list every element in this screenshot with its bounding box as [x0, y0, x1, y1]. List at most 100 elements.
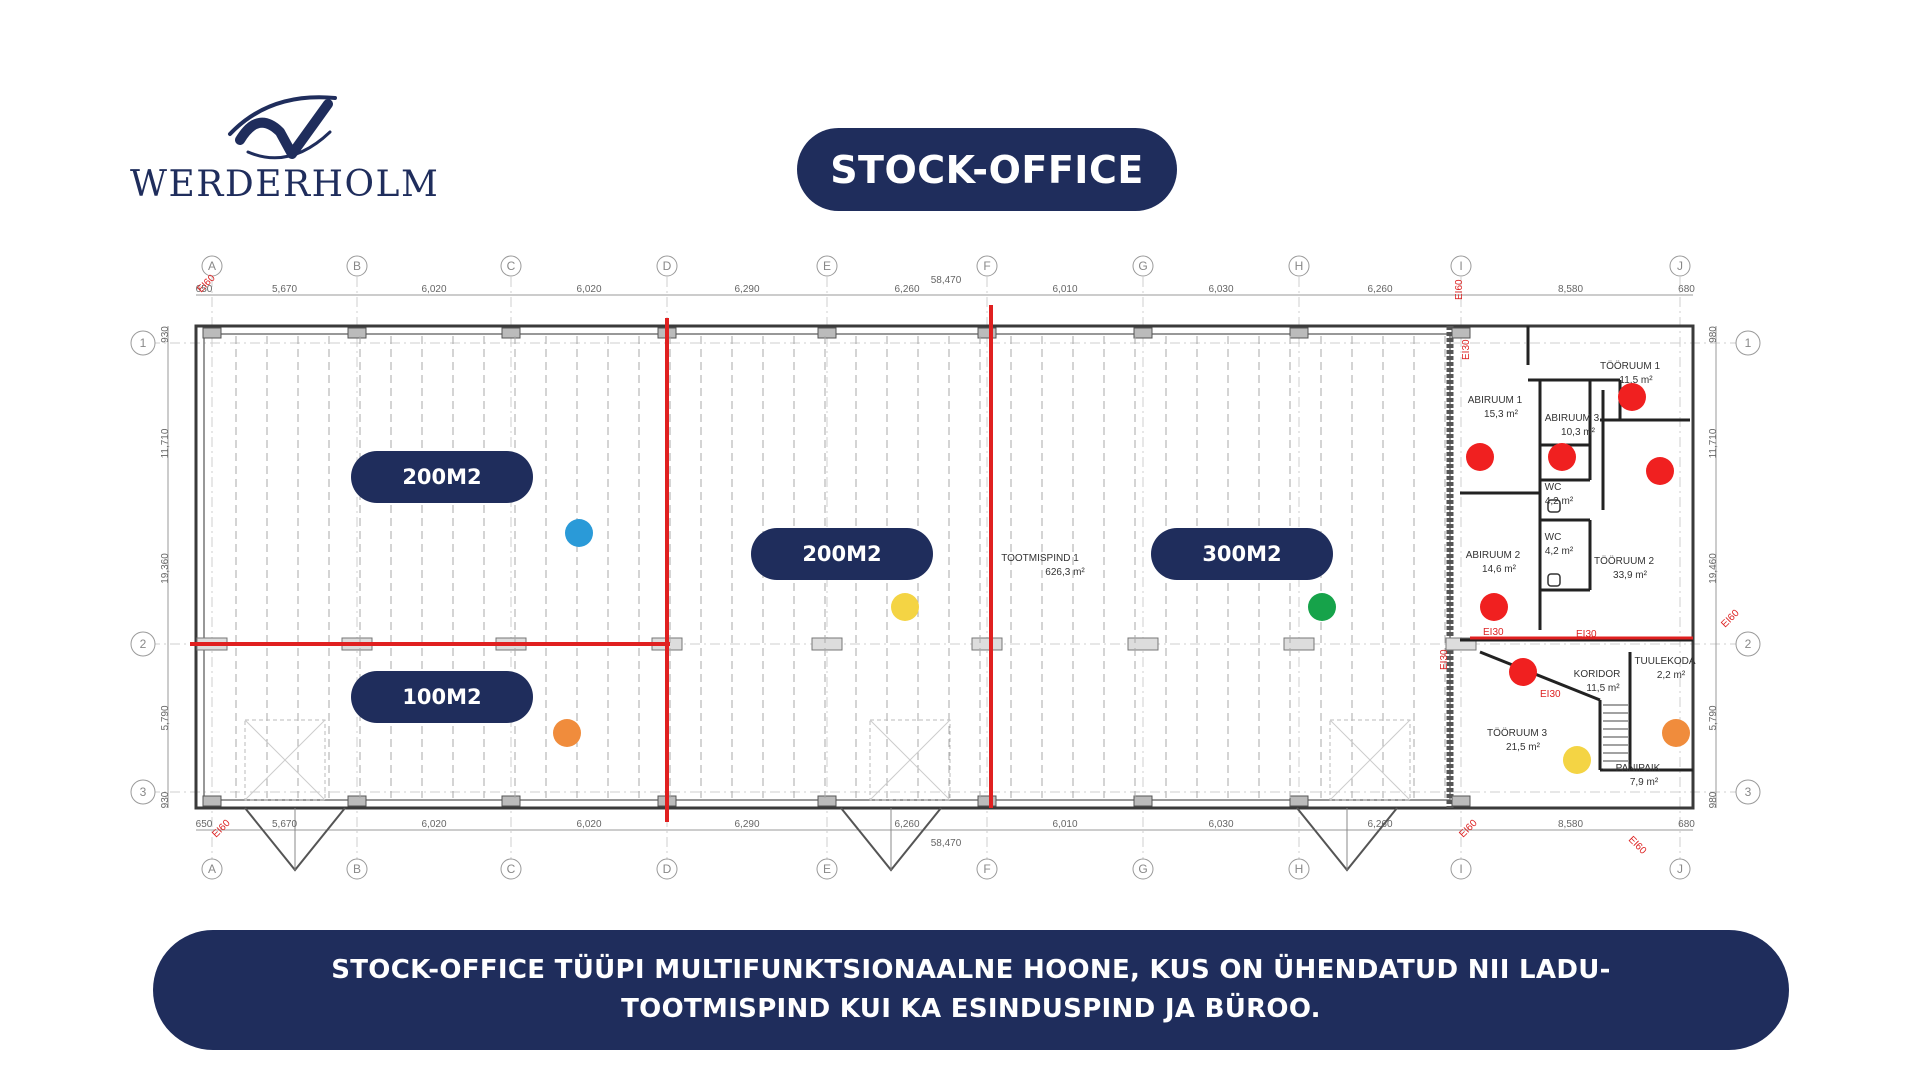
- dimension-label: 680: [1678, 284, 1695, 295]
- axis-letter: D: [663, 862, 672, 876]
- room-area: 11,5 m²: [1586, 683, 1620, 694]
- dimension-label: 980: [1708, 326, 1719, 343]
- zone-marker-yellow: [891, 593, 919, 621]
- axis-bubble: [130, 779, 156, 805]
- interior-column: [811, 637, 843, 651]
- dimension-label: 6,260: [894, 284, 919, 295]
- door-cross: [244, 719, 326, 801]
- room-area: 4,2 m²: [1545, 496, 1574, 507]
- axis-letter: E: [823, 259, 831, 273]
- structural-column: [817, 795, 837, 807]
- dimension-label: 11,710: [1708, 428, 1719, 458]
- axis-letter: C: [507, 862, 516, 876]
- area-label-200m2-left: 200M2: [351, 451, 533, 503]
- zone-markers: [553, 383, 1690, 774]
- axis-letter: G: [1138, 259, 1147, 273]
- axis-bubble: [656, 255, 678, 277]
- axis-number: 3: [140, 785, 147, 799]
- axis-letter: I: [1459, 862, 1462, 876]
- axis-bubble: [500, 255, 522, 277]
- dimension-label: 11,710: [160, 428, 171, 458]
- dimension-label: 930: [160, 791, 171, 808]
- axis-letter: F: [983, 862, 990, 876]
- fire-rating-label: EI30: [1461, 339, 1472, 360]
- dimension-label: 6,020: [576, 284, 601, 295]
- fire-rating-label: EI60: [1454, 279, 1465, 300]
- room-area: 11,5 m²: [1619, 375, 1653, 386]
- fire-rating-label: EI60: [1626, 834, 1649, 857]
- axis-letter: F: [983, 259, 990, 273]
- dimension-label: 6,010: [1052, 284, 1077, 295]
- room-area: 15,3 m²: [1484, 409, 1519, 420]
- dimension-label: 6,030: [1208, 284, 1233, 295]
- door-cross: [869, 719, 951, 801]
- axis-letter: E: [823, 862, 831, 876]
- interior-column: [1283, 637, 1315, 651]
- zone-marker-red: [1466, 443, 1494, 471]
- zone-marker-red: [1480, 593, 1508, 621]
- axis-letter: A: [208, 862, 216, 876]
- hall-name: TOOTMISPIND 1: [1001, 553, 1079, 564]
- brand-name: WERDERHOLM: [130, 164, 440, 205]
- area-label-300m2: 300M2: [1151, 528, 1333, 580]
- interior-column: [971, 637, 1003, 651]
- zone-marker-orange: [553, 719, 581, 747]
- fire-rating-label: EI30: [1483, 627, 1504, 638]
- axis-bubble: [816, 255, 838, 277]
- total-dimension-bottom: 58,470: [931, 838, 962, 849]
- toilet-fixture: [1547, 573, 1561, 587]
- room-area: 10,3 m²: [1561, 427, 1596, 438]
- axis-bubble: [346, 255, 368, 277]
- dimension-label: 5,670: [272, 819, 297, 830]
- structural-column: [1451, 795, 1471, 807]
- dimension-label: 980: [1708, 791, 1719, 808]
- door-cross: [1329, 719, 1411, 801]
- room-area: 14,6 m²: [1482, 564, 1517, 575]
- room-name: TUULEKODA: [1634, 656, 1695, 667]
- axis-bubble: [1132, 255, 1154, 277]
- dimension-label: 6,020: [421, 819, 446, 830]
- axis-bubble: [1735, 779, 1761, 805]
- axis-bubble: [1132, 858, 1154, 880]
- axis-bubble: [656, 858, 678, 880]
- door-frame: [244, 719, 326, 801]
- area-label-100m2: 100M2: [351, 671, 533, 723]
- axis-bubble: [1288, 858, 1310, 880]
- structural-column: [202, 795, 222, 807]
- door-frame: [869, 719, 951, 801]
- structural-column: [1451, 327, 1471, 339]
- room-name: WC: [1545, 532, 1562, 543]
- structural-column: [501, 327, 521, 339]
- total-dimension-top: 58,470: [931, 275, 962, 286]
- page-title: STOCK-OFFICE: [797, 128, 1177, 211]
- room-name: KORIDOR: [1574, 669, 1621, 680]
- dimension-label: 6,260: [894, 819, 919, 830]
- checkmark-logo-icon: [228, 95, 337, 160]
- structural-column: [817, 327, 837, 339]
- axis-letter: J: [1677, 259, 1683, 273]
- axis-letter: D: [663, 259, 672, 273]
- dimension-label: 6,290: [734, 819, 759, 830]
- axis-letter: H: [1295, 862, 1304, 876]
- axis-bubble: [1288, 255, 1310, 277]
- structural-column: [1133, 327, 1153, 339]
- dimension-label: 8,580: [1558, 819, 1583, 830]
- structural-column: [1289, 327, 1309, 339]
- zone-marker-yellow: [1563, 746, 1591, 774]
- fire-rating-label: EI30: [1576, 629, 1597, 640]
- axis-letter: H: [1295, 259, 1304, 273]
- dimension-label: 5,790: [160, 705, 171, 730]
- room-name: TÖÖRUUM 3: [1487, 727, 1547, 739]
- room-name: ABIRUUM 2: [1466, 550, 1521, 561]
- structural-column: [501, 795, 521, 807]
- room-area: 7,9 m²: [1630, 777, 1659, 788]
- axis-bubble: [1669, 858, 1691, 880]
- dimension-label: 680: [1678, 819, 1695, 830]
- axis-letter: A: [208, 259, 216, 273]
- axis-bubble: [346, 858, 368, 880]
- caption-banner: STOCK-OFFICE TÜÜPI MULTIFUNKTSIONAALNE H…: [153, 930, 1789, 1050]
- axis-letter: J: [1677, 862, 1683, 876]
- structural-column: [202, 327, 222, 339]
